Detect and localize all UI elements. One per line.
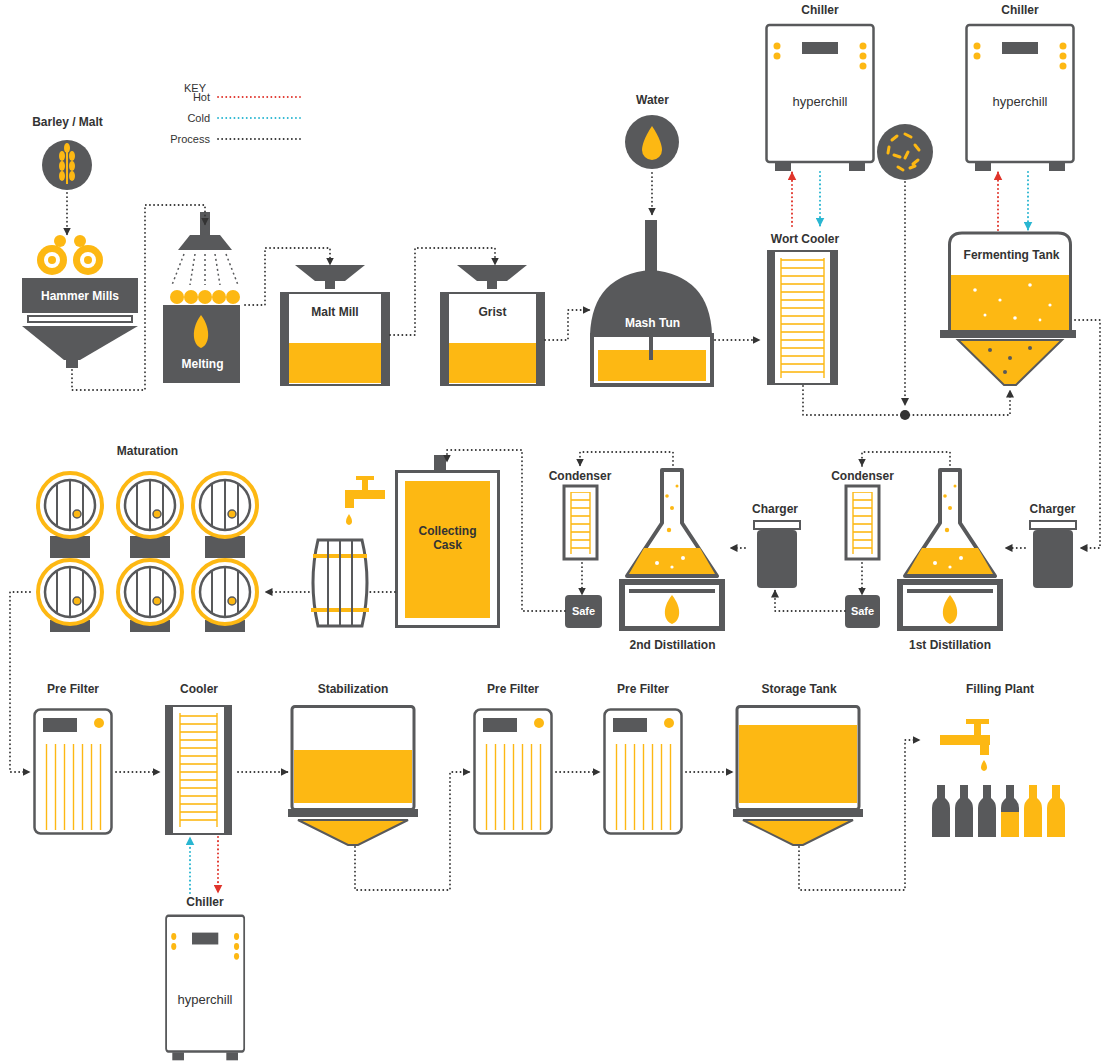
node-label: hyperchill <box>993 95 1048 109</box>
flow-connector <box>730 547 745 549</box>
process-node: Safe <box>565 595 602 628</box>
legend-text: Cold <box>120 111 210 125</box>
process-node: Wort Cooler <box>760 226 850 386</box>
flow-connector <box>686 771 733 773</box>
node-label: 1st Distillation <box>909 638 991 652</box>
flow-connector <box>545 310 590 340</box>
process-node: Condenser <box>825 466 900 563</box>
flow-connector <box>715 339 760 341</box>
flow-connector <box>651 173 653 215</box>
process-node: Chiller hyperchill <box>765 2 875 172</box>
process-node: Condenser <box>545 466 615 563</box>
node-label: Grist <box>478 305 506 319</box>
flow-connector <box>116 771 160 773</box>
process-node: Fermenting Tank <box>948 230 1075 390</box>
process-node: Storage Tank <box>733 682 865 847</box>
flow-connector <box>862 452 950 466</box>
process-node: Stabilization <box>288 682 418 847</box>
process-node: 1st Distillation <box>895 465 1005 655</box>
flow-connector <box>775 590 845 611</box>
node-label: Barley / Malt <box>32 115 103 129</box>
flow-connector <box>10 592 30 772</box>
process-node: Melting <box>160 225 245 383</box>
legend-text: Hot <box>120 90 210 104</box>
process-node: Pre Filter <box>600 682 686 837</box>
flow-connector <box>819 172 821 226</box>
process-node: Chiller hyperchill <box>160 893 250 1062</box>
node-label: Collecting Cask <box>407 524 488 552</box>
node-label: Charger <box>1029 502 1075 516</box>
process-node: Chiller hyperchill <box>965 2 1075 172</box>
legend-text: Process <box>120 132 210 146</box>
flow-connector <box>217 837 219 893</box>
process-node: Filling Plant <box>920 682 1080 837</box>
node-label: Chiller <box>186 895 223 909</box>
flow-connector <box>997 172 999 230</box>
process-node: Cooler <box>160 682 238 837</box>
node-label: Pre Filter <box>617 682 669 696</box>
process-node: Maturation <box>30 442 265 632</box>
node-label: Filling Plant <box>966 682 1034 696</box>
node-label: Condenser <box>831 469 894 483</box>
flow-connector <box>580 452 673 466</box>
process-node: Pre Filter <box>30 682 116 837</box>
node-label: Mash Tun <box>625 316 680 330</box>
process-node: 2nd Distillation <box>615 465 730 655</box>
process-node: Hammer Mills <box>22 235 138 370</box>
process-node: Mash Tun <box>590 215 715 385</box>
flow-connector <box>390 248 495 335</box>
flow-connector <box>1075 320 1100 548</box>
node-label: Pre Filter <box>487 682 539 696</box>
node-label: 2nd Distillation <box>629 638 715 652</box>
process-node: Safe <box>845 595 880 628</box>
process-node: Malt Mill <box>280 265 390 385</box>
node-label: hyperchill <box>178 993 233 1007</box>
node-label: Condenser <box>549 469 612 483</box>
node-label: Maturation <box>117 444 178 458</box>
node-label: Chiller <box>801 3 838 17</box>
process-node: Pre Filter <box>470 682 556 837</box>
node-label: Hammer Mills <box>41 289 119 303</box>
flow-connector <box>355 772 470 890</box>
node-label: Fermenting Tank <box>964 248 1060 262</box>
flow-connector <box>556 771 600 773</box>
flow-connector <box>803 386 1010 415</box>
node-label: Safe <box>851 604 874 618</box>
node-label: Melting <box>182 357 224 371</box>
process-node: Collecting Cask <box>395 462 500 628</box>
flow-connector <box>861 563 863 595</box>
process-node: Water <box>610 93 695 173</box>
process-node: Barley / Malt <box>20 115 115 193</box>
flow-connector <box>1027 172 1029 230</box>
flow-connector <box>245 248 330 305</box>
process-node: Grist <box>440 265 545 385</box>
node-label: Wort Cooler <box>771 232 839 246</box>
flow-connector <box>791 172 793 226</box>
flow-connector <box>799 740 920 890</box>
node-label: Safe <box>572 604 595 618</box>
process-node: Charger <box>745 500 805 590</box>
flow-connector <box>66 193 68 235</box>
node-label: Charger <box>752 502 798 516</box>
node-label: Stabilization <box>318 682 389 696</box>
flow-connector <box>189 837 191 893</box>
node-label: hyperchill <box>793 95 848 109</box>
node-label: Pre Filter <box>47 682 99 696</box>
flow-connector <box>581 563 583 595</box>
node-label: Cooler <box>180 682 218 696</box>
node-label: Storage Tank <box>761 682 836 696</box>
flow-connector <box>1005 547 1025 549</box>
flow-connector <box>238 771 288 773</box>
node-label: Chiller <box>1001 3 1038 17</box>
node-label: Malt Mill <box>311 305 358 319</box>
process-node: Charger <box>1025 500 1080 590</box>
node-label: Water <box>636 93 669 107</box>
